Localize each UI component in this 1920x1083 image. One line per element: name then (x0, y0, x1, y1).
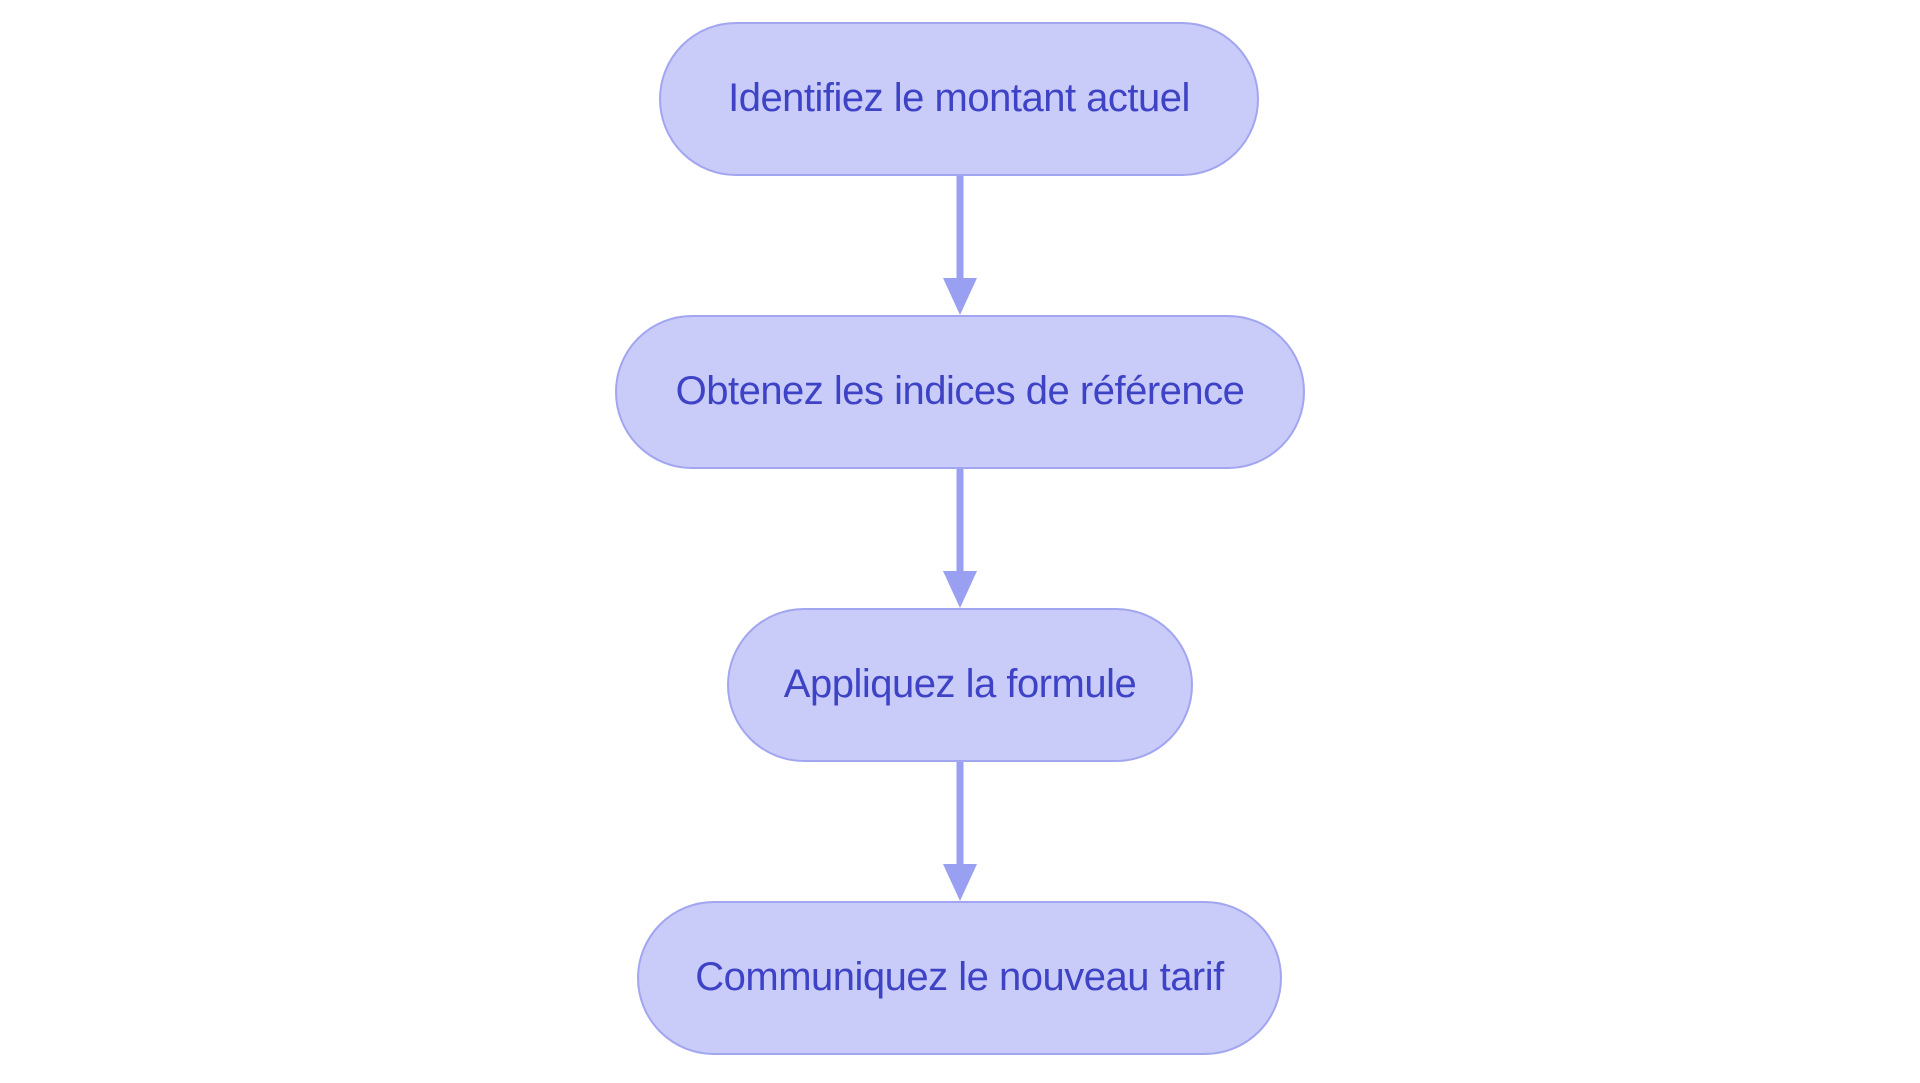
arrow-stem (956, 762, 964, 866)
arrow-stem (956, 176, 964, 280)
flow-node-step-3: Appliquez la formule (727, 608, 1193, 762)
arrow-head-down-icon (943, 278, 977, 315)
flow-node-step-1: Identifiez le montant actuel (659, 22, 1259, 176)
flow-node-label: Obtenez les indices de référence (675, 369, 1245, 413)
flow-connector-3 (943, 762, 977, 901)
arrow-stem (956, 469, 964, 573)
arrow-head-down-icon (943, 571, 977, 608)
arrow-head-down-icon (943, 864, 977, 901)
flow-node-label: Appliquez la formule (783, 662, 1137, 706)
flow-node-label: Communiquez le nouveau tarif (695, 955, 1224, 999)
flow-node-step-4: Communiquez le nouveau tarif (637, 901, 1282, 1055)
flow-connector-2 (943, 469, 977, 608)
flow-connector-1 (943, 176, 977, 315)
flow-node-step-2: Obtenez les indices de référence (615, 315, 1305, 469)
flow-node-label: Identifiez le montant actuel (728, 76, 1190, 120)
